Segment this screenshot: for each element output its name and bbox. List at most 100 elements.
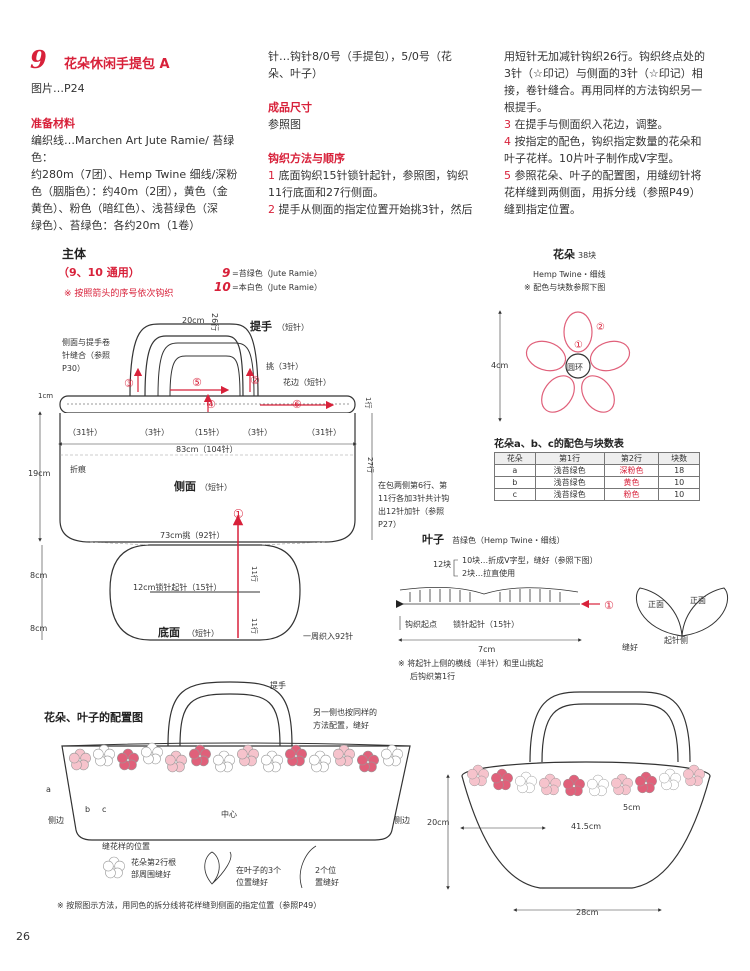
needles-line: 朵、叶子） (268, 67, 323, 80)
step-4-cont: 叶子花样。10片叶子制作成V字型。 (504, 152, 680, 165)
table-cell: b (494, 476, 536, 489)
position-note-2: 在叶子的3个 (236, 865, 281, 875)
step-marker-1: ① (233, 507, 244, 521)
table-header-row: 花朵 第1行 第2行 块数 (494, 452, 700, 465)
height-8b: 8cm (30, 624, 47, 633)
size-heading: 成品尺寸 (268, 101, 312, 114)
leaf-note-b: 后钩织第1行 (410, 671, 455, 681)
placement-diagram: 花朵、叶子的配置图 提手 另一侧也按同样的 方法配置，缝好 a b c 侧边 中 (44, 680, 411, 910)
fold-label: 折痕 (70, 464, 86, 474)
bottom-stitch: （短针） (187, 628, 219, 638)
side-join-note: P30） (62, 364, 85, 373)
color-table-title: 花朵a、b、c的配色与块数表 (494, 439, 624, 450)
recipe-title: 花朵休闲手提包 A (64, 57, 170, 72)
chain-12: 12cm锁针起针（15针） (133, 582, 222, 592)
step-number: 1 (268, 169, 275, 182)
leaf-start-marker (396, 600, 404, 608)
recipe-number: 9 (30, 45, 47, 74)
step-5: 5 参照花朵、叶子的配置图，用缝纫针将 (504, 167, 729, 184)
step-text: 按指定的配色，钩织指定数量的花朵和 (511, 135, 702, 148)
leaf-note-1: 10块…折成V字型，缝好（参照下图） (462, 555, 598, 565)
leaf-note-a: ※ 将起针上侧的横线（半针）和里山挑起 (398, 658, 543, 668)
leaf-note-2: 2块…拉直使用 (462, 568, 515, 578)
sew-label: 缝好 (622, 642, 638, 652)
handle-back (157, 342, 255, 397)
step-1: 1 底面钩织15针锁针起针，参照图，钩织 (268, 167, 493, 184)
finished-base-width: 28cm (576, 908, 599, 917)
materials-line: 约280m（7团）、Hemp Twine 细线/深粉 (31, 168, 238, 181)
leaf-diagram: 叶子 苔绿色（Hemp Twine・细线） 12块 10块…折成V字型，缝好（参… (396, 532, 729, 681)
other-side-note: 方法配置，缝好 (313, 720, 369, 730)
step-marker-6: ⑥ (292, 398, 302, 411)
materials-line: 黄色）、粉色（暗红色）、浅苔绿色（深 (31, 202, 218, 215)
table-cell: 粉色 (603, 488, 660, 501)
step-2-cont: 接，卷针缝合。再用同样的方法钩织另一 (504, 84, 702, 97)
handle-shape-inner (144, 335, 244, 397)
pick-label: 挑（3针） (266, 361, 303, 371)
increase-note: P27） (378, 520, 401, 529)
increase-note: 在包两侧第6行、第 (378, 480, 447, 490)
leaf-chart (399, 586, 580, 605)
table-cell: c (494, 488, 536, 501)
needles-line: 针…钩针8/0号（手提包），5/0号（花 (268, 50, 452, 63)
flower-count: 38块 (578, 250, 596, 260)
position-note-1: 花朵第2行根 (131, 857, 176, 867)
method-heading: 钩织方法与顺序 (268, 152, 345, 165)
table-cell: 10 (658, 476, 700, 489)
center-label: 中心 (221, 809, 237, 819)
step-5-cont: 缝到指定位置。 (504, 203, 581, 216)
side-edge-left: 侧边 (48, 815, 64, 825)
step-marker-2: ② (250, 374, 260, 387)
table-header: 第2行 (603, 452, 660, 465)
v-leaf-shape (635, 587, 683, 637)
cast-side-label: 起针侧 (664, 635, 688, 645)
stitch-count: （3针） (243, 427, 272, 437)
placement-title: 花朵、叶子的配置图 (44, 710, 143, 724)
step-number: 3 (504, 118, 511, 131)
around-92: 一周织入92针 (303, 631, 353, 641)
step-marker-3: ③ (124, 377, 134, 390)
table-header: 第1行 (534, 452, 605, 465)
leaf-count: 12块 (433, 559, 451, 569)
flower-b: b (85, 805, 90, 814)
materials-line: 绿色）、苔绿色：各约20m（1卷） (31, 219, 201, 232)
color-table: 花朵 第1行 第2行 块数 a 浅苔绿色 深粉色 18 b 浅苔绿色 黄色 10… (494, 452, 700, 501)
flower-marker-2: ② (596, 322, 605, 333)
flower-diagram: 花朵 38块 Hemp Twine・细线 ※ 配色与块数参照下图 4cm 圆环 … (491, 247, 631, 422)
finished-bag-diagram: 20cm 41.5cm 5cm 28cm (427, 691, 711, 917)
rows-11b: 11行 (250, 618, 259, 634)
rows-27: 27行 (366, 457, 375, 473)
handle-shape (129, 323, 259, 397)
side-label: 侧面 (174, 479, 196, 493)
step-text: 提手从侧面的指定位置开始挑3针，然后 (275, 203, 473, 216)
side-stitch: （短针） (200, 482, 232, 492)
position-note-2: 位置缝好 (236, 877, 268, 887)
leaf-title: 叶子 (422, 532, 444, 546)
table-row: b 浅苔绿色 黄色 10 (494, 476, 700, 489)
finished-gap: 5cm (623, 803, 640, 812)
ring-label: 圆环 (567, 363, 583, 372)
handle-stitch: （短针） (277, 322, 309, 332)
leaf-width: 7cm (478, 645, 495, 654)
position-note-1: 部周围缝好 (131, 869, 171, 879)
v-leaf-shape (681, 587, 729, 637)
side-edge-right: 侧边 (394, 815, 410, 825)
body-title: 主体 (62, 246, 87, 261)
body-diagram: 主体 （9、10 通用） ※ 按照箭头的序号依次钩织 9 =苔绿色（Jute R… (28, 246, 449, 641)
width-83: 83cm（104针） (176, 444, 238, 454)
flower-a: a (46, 785, 51, 794)
step-number: 5 (504, 169, 511, 182)
finished-height: 20cm (427, 818, 450, 827)
legend-9-key: 9 (222, 266, 230, 280)
materials-line: 编织线…Marchen Art Jute Ramie/ 苔绿色： (31, 134, 235, 164)
finished-circumference: 41.5cm (571, 822, 601, 831)
step-text: 在提手与侧面织入花边，调整。 (511, 118, 669, 131)
step-3: 3 在提手与侧面织入花边，调整。 (504, 116, 729, 133)
one-row: 1行 (364, 397, 373, 408)
materials-heading: 准备材料 (31, 117, 75, 130)
table-cell: 10 (658, 488, 700, 501)
materials-section: 准备材料 编织线…Marchen Art Jute Ramie/ 苔绿色： 约2… (31, 115, 251, 234)
flower-marker-1: ① (574, 340, 583, 351)
stitch-count: （31针） (68, 427, 102, 437)
step-2-cont: 根提手。 (504, 101, 548, 114)
